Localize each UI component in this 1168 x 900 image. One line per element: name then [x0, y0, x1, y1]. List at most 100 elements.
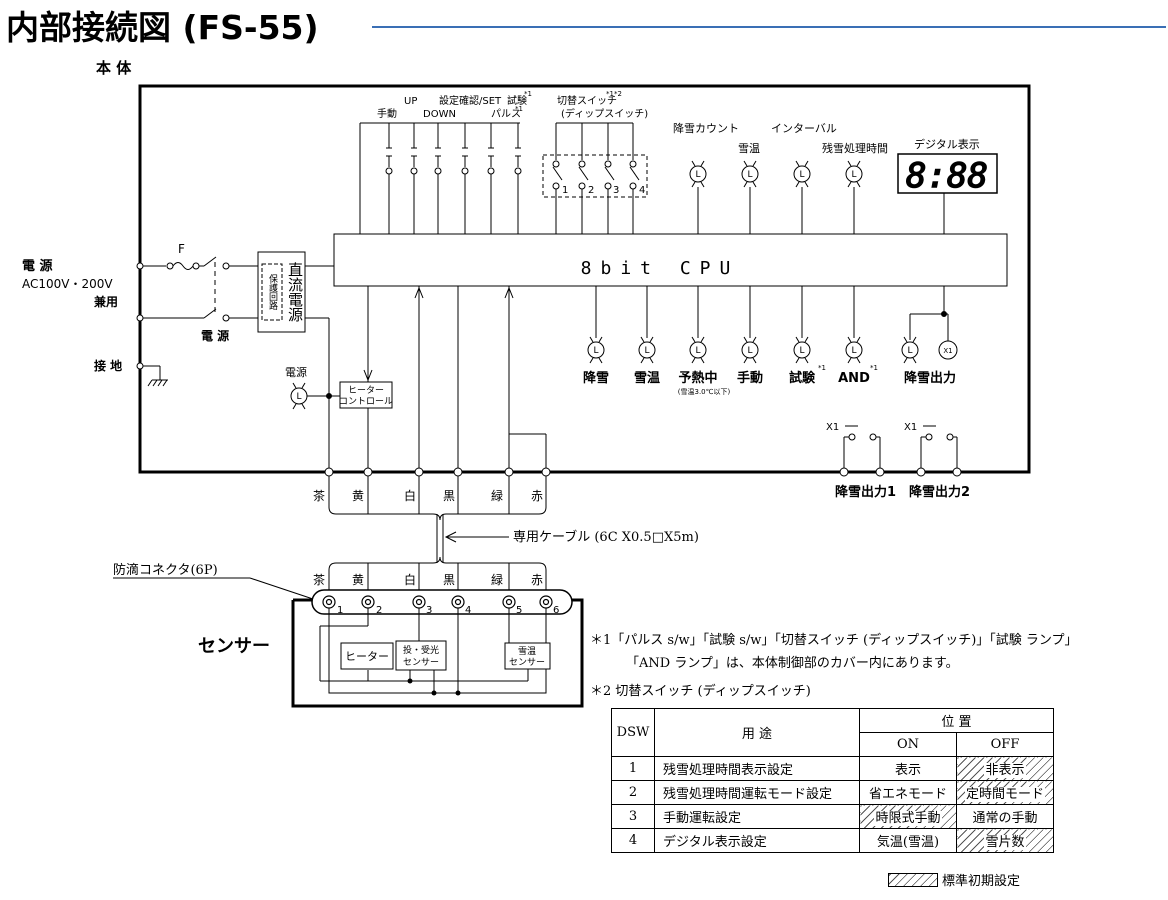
table-header-dsw: DSW	[611, 708, 655, 757]
cell-dsw: 1	[611, 756, 655, 781]
lamp-letter: L	[851, 346, 856, 356]
cell-on: 省エネモード	[859, 780, 957, 805]
note-1-line-1: ＊1「パルス s/w」「試験 s/w」「切替スイッチ (ディップスイッチ)」「試…	[590, 632, 1078, 648]
relay-x1-coil	[938, 340, 958, 360]
cell-off-default: 定時間モード	[956, 780, 1054, 805]
sensor-temp-1: 雪温	[518, 646, 536, 657]
protect-circuit-label: 保護回路	[267, 273, 278, 311]
output-1-label: 降雪出力1	[835, 484, 896, 500]
pin-3: 3	[426, 605, 432, 616]
cell-off: 通常の手動	[956, 804, 1054, 829]
cell-on: 気温(雪温)	[859, 828, 957, 853]
relay-x1-coil-label: X1	[943, 347, 952, 355]
label-set: 設定確認/SET	[439, 94, 502, 107]
label-manual: 手動	[377, 107, 397, 120]
label-preheat: 予熱中	[678, 370, 717, 386]
cell-on: 表示	[859, 756, 957, 781]
cpu-block	[333, 233, 1008, 287]
table-header-position: 位 置	[859, 708, 1054, 733]
lamp-letter: L	[799, 170, 804, 180]
bottom-lamps	[587, 336, 919, 364]
digital-display-digits: 8:88	[906, 156, 988, 196]
label-test: 試験	[507, 94, 527, 107]
wire-color-4: 黒	[443, 573, 455, 587]
wire-color-3: 白	[404, 488, 416, 503]
dip-switch-box	[542, 154, 648, 198]
label-pulse-star: *1	[515, 105, 523, 113]
lamp-letter: L	[695, 170, 700, 180]
cell-on-text: 時限式手動	[874, 811, 942, 826]
label-snowfall: 降雪	[583, 370, 609, 386]
relay-1-label: X1	[826, 422, 839, 433]
lamp-letter: L	[593, 346, 598, 356]
switch-set	[461, 132, 469, 175]
lamp-letter: L	[799, 346, 804, 356]
cell-use: デジタル表示設定	[654, 828, 860, 853]
label-dip-star: *1*2	[606, 90, 622, 98]
label-snow-temp: 雪温	[634, 370, 660, 386]
lamp-letter: L	[644, 346, 649, 356]
pin-5: 5	[516, 605, 522, 616]
label-remaining-time: 残雪処理時間	[822, 141, 888, 155]
fuse-label: F	[178, 242, 185, 256]
sensor-light-box	[395, 640, 447, 671]
sensor-light-2: センサー	[403, 657, 439, 668]
heater-control-box	[339, 381, 393, 409]
connector-body	[311, 589, 573, 615]
lamp-letter: L	[747, 170, 752, 180]
and-lamp-star: *1	[870, 364, 878, 372]
pin-6: 6	[553, 605, 559, 616]
default-setting-legend: 標準初期設定	[888, 870, 1020, 889]
power-label: 電 源	[22, 258, 53, 274]
label-test-star: *1	[524, 90, 532, 98]
wire-color-2: 黄	[352, 489, 364, 503]
wire-color-6: 赤	[531, 573, 543, 587]
sensor-heater-box	[340, 642, 394, 670]
test-lamp-star: *1	[818, 364, 826, 372]
switch-up	[410, 132, 418, 175]
body-label: 本 体	[96, 59, 132, 77]
label-snow-output: 降雪出力	[904, 370, 956, 386]
cell-dsw: 2	[611, 780, 655, 805]
switch-test	[514, 132, 522, 175]
pin-4: 4	[465, 605, 471, 616]
label-snowfall-count: 降雪カウント	[673, 121, 739, 135]
table-header-off: OFF	[956, 732, 1054, 757]
legend-label: 標準初期設定	[942, 874, 1021, 889]
cell-dsw: 3	[611, 804, 655, 829]
wire-color-5: 緑	[491, 488, 503, 503]
label-digital: デジタル表示	[914, 137, 980, 151]
label-and-lamp: AND	[838, 371, 870, 386]
wire-color-2: 黄	[352, 573, 364, 587]
wire-color-1: 茶	[313, 572, 325, 587]
connector-label: 防滴コネクタ(6P)	[113, 562, 218, 578]
dip-number-3: 3	[613, 185, 619, 196]
table-row: 3 手動運転設定 時限式手動 通常の手動	[611, 804, 1054, 829]
wire-color-5: 緑	[491, 572, 503, 587]
preheat-note: (雪温3.0℃以下)	[678, 387, 731, 396]
dsw-settings-table: DSW 用 途 位 置 ON OFF 1 残雪処理時間表示設定 表示 非表示 2…	[611, 708, 1054, 853]
label-pulse: パルス	[491, 108, 521, 120]
cell-use: 残雪処理時間運転モード設定	[654, 780, 860, 805]
cable-label: 専用ケーブル (6C X0.5□X5m)	[513, 529, 699, 545]
page-title: 内部接続図 (FS-55)	[6, 8, 319, 47]
protect-circuit-box	[261, 263, 283, 321]
sensor-temp-box	[504, 642, 551, 670]
cell-off-text: 定時間モード	[964, 787, 1045, 802]
lamp-letter: L	[296, 392, 301, 402]
cell-dsw: 4	[611, 828, 655, 853]
table-header-use: 用 途	[654, 708, 860, 757]
main-body-frame	[138, 84, 1031, 474]
lamp-letter: L	[851, 170, 856, 180]
push-switches	[385, 132, 522, 175]
cell-off-text: 雪片数	[984, 835, 1026, 850]
cell-off-default: 非表示	[956, 756, 1054, 781]
wire-color-3: 白	[404, 572, 416, 587]
table-header-on: ON	[859, 732, 957, 757]
cell-use: 残雪処理時間表示設定	[654, 756, 860, 781]
lamp-letter: L	[907, 346, 912, 356]
dip-number-4: 4	[639, 185, 645, 196]
label-snow-temp-top: 雪温	[738, 142, 760, 155]
table-row: 4 デジタル表示設定 気温(雪温) 雪片数	[611, 828, 1054, 853]
